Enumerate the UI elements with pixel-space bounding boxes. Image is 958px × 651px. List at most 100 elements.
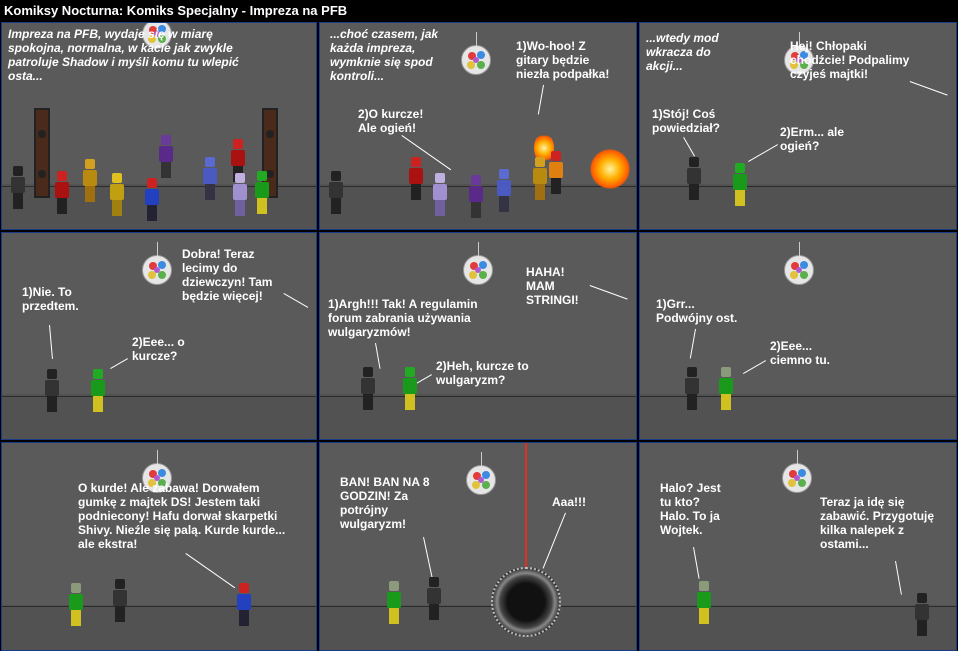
speech-tail [185,553,236,589]
disco-ball [463,242,493,285]
floor-line [640,186,956,187]
floor-line [2,396,316,397]
speech-1: Dobra! Teraz lecimy do dziewczyn! Tam bę… [182,247,273,303]
speech-tail [689,328,696,359]
figure-purple [158,135,174,179]
speaker-left [34,108,50,198]
figure-red [54,171,70,215]
speech-1: Hej! Chłopaki chodźcie! Podpalimy czyjeś… [790,39,910,81]
figure-green [254,171,270,215]
figure-green [90,369,106,413]
speech-1: O kurde! Ale zabawa! Dorwałem gumkę z ma… [78,481,286,551]
speech-2: 2)Eee... ciemno tu. [770,339,831,367]
panel-5: HAHA! MAM STRINGI! 1)Argh!!! Tak! A regu… [319,232,637,440]
speech-1: 1)Grr... Podwójny ost. [656,297,738,325]
panel-6: 1)Grr... Podwójny ost. 2)Eee... ciemno t… [639,232,957,440]
speech-tail [537,84,544,115]
floor-line [320,396,636,397]
figure-red-2 [548,151,564,195]
figure-shadow [426,577,442,621]
disco-ball [466,452,496,495]
speech-tail [693,547,700,579]
panel-1: Impreza na PFB, wydaje się w miarę spoko… [1,22,317,230]
speech-2: 1)Nie. To przedtem. [22,285,79,313]
speech-2: 1)Argh!!! Tak! A regulamin forum zabrani… [328,297,478,339]
disco-ball [782,450,812,493]
figure-gold [532,157,548,201]
speech-2: 2)O kurcze! Ale ogień! [358,107,424,135]
comic-title: Komiksy Nocturna: Komiks Specjalny - Imp… [0,0,958,21]
speech-tail [895,561,902,595]
figure-blue-red [236,583,252,627]
speech-3: 2)Heh, kurcze to wulgaryzm? [436,359,529,387]
speech-tail [683,137,695,157]
panel-7: O kurde! Ale zabawa! Dorwałem gumkę z ma… [1,442,317,651]
speech-tail [423,537,434,581]
speech-tail [375,343,381,369]
speech-tail [49,325,53,359]
disco-ball [784,32,814,75]
speech-tail [110,358,128,369]
disco-ball [142,23,172,49]
figure-green [402,367,418,411]
panel-9: Halo? Jest tu kto? Halo. To ja Wojtek. T… [639,442,957,651]
figure-green [718,367,734,411]
speech-tail [283,293,309,308]
speech-tail [909,81,948,96]
flame [534,133,554,163]
figure-shadow [914,593,930,637]
speech-1: HAHA! MAM STRINGI! [526,265,579,307]
speech-1: 1)Wo-hoo! Z gitary będzie niezła podpałk… [516,39,610,81]
figure-green [386,581,402,625]
figure-shadow [686,157,702,201]
speech-1: BAN! BAN NA 8 GODZIN! Za potrójny wulgar… [340,475,430,531]
figure-gold [82,159,98,203]
disco-ball [142,242,172,285]
figure-green [732,163,748,207]
figure-yellow [109,173,125,217]
figure-shadow [684,367,700,411]
speech-tail [542,512,566,569]
panel-2: ...choć czasem, jak każda impreza, wymkn… [319,22,637,230]
floor-line [2,606,316,607]
figure-shadow [112,579,128,623]
speech-tail [742,360,766,374]
figure-shadow [328,171,344,215]
ban-laser [525,443,527,571]
fire-blast [590,149,630,189]
disco-ball [784,242,814,285]
figure-shadow [10,166,26,210]
disco-ball [461,32,491,75]
figure-green [68,583,84,627]
ban-portal [491,567,561,637]
floor [2,605,316,650]
figure-red [408,157,424,201]
panel-4: Dobra! Teraz lecimy do dziewczyn! Tam bę… [1,232,317,440]
figure-blue-red [144,178,160,222]
speech-1: Halo? Jest tu kto? Halo. To ja Wojtek. [660,481,721,537]
speech-2: Teraz ja idę się zabawić. Przygotuję kil… [820,495,935,551]
figure-blue [496,169,512,213]
figure-lilac [232,173,248,217]
floor-line [640,606,956,607]
floor [640,605,956,650]
floor-line [640,396,956,397]
floor-line [320,606,636,607]
floor-line [2,186,316,187]
speech-3: 2)Erm... ale ogień? [780,125,845,153]
speech-tail [748,144,778,162]
floor [320,605,636,650]
speech-3: 2)Eee... o kurcze? [132,335,185,363]
speech-2: Aaa!!! [552,495,587,509]
caption: ...wtedy mod wkracza do akcji... [646,31,719,73]
figure-lilac [432,173,448,217]
speech-2: 1)Stój! Coś powiedział? [652,107,721,135]
figure-shadow [44,369,60,413]
disco-ball [142,450,172,493]
figure-shadow [360,367,376,411]
panel-3: ...wtedy mod wkracza do akcji... Hej! Ch… [639,22,957,230]
caption: Impreza na PFB, wydaje się w miarę spoko… [8,27,239,83]
figure-purple [468,175,484,219]
panel-8: BAN! BAN NA 8 GODZIN! Za potrójny wulgar… [319,442,637,651]
comic-grid: Impreza na PFB, wydaje się w miarę spoko… [0,22,958,651]
